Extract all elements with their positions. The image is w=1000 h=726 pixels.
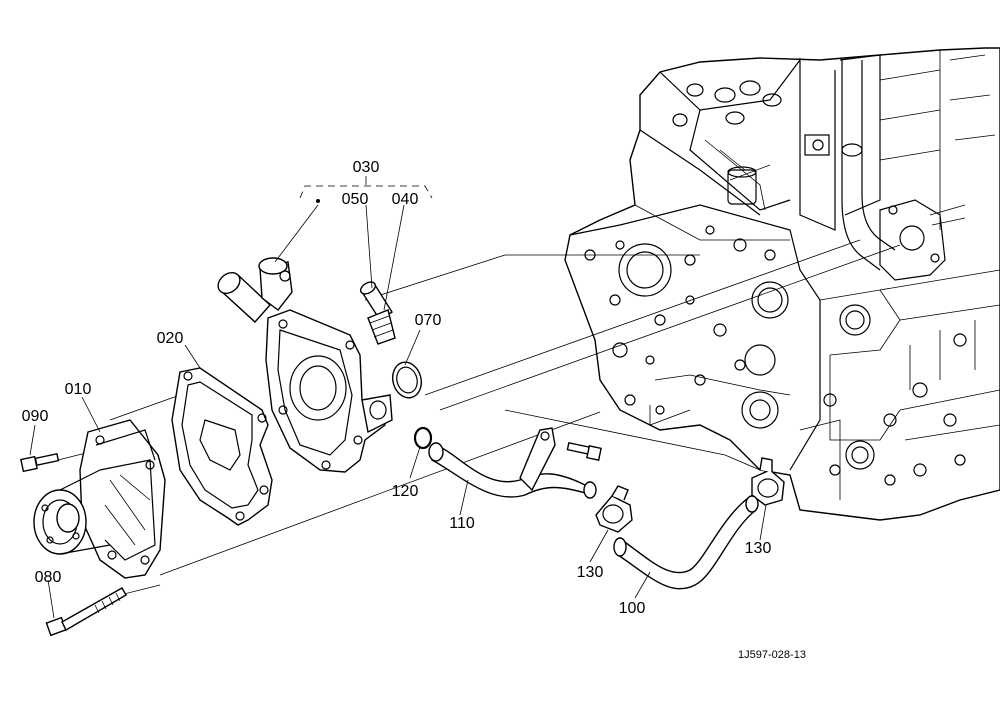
bolt-090 xyxy=(20,452,60,473)
callout-leaders xyxy=(29,176,767,619)
callout-130-left: 130 xyxy=(577,564,604,581)
callout-020: 020 xyxy=(157,330,184,347)
engine-block xyxy=(564,47,1000,521)
fitting-040 xyxy=(367,309,396,345)
o-ring-120 xyxy=(413,426,433,450)
callout-labels: 030 050 040 070 020 010 090 080 120 110 … xyxy=(22,159,806,661)
callout-130-right: 130 xyxy=(745,540,772,557)
callout-070: 070 xyxy=(415,312,442,329)
hose-100 xyxy=(613,495,759,590)
o-ring-070 xyxy=(391,361,423,399)
hose-clamp-130-right xyxy=(751,457,785,506)
callout-120: 120 xyxy=(392,483,419,500)
callout-090: 090 xyxy=(22,408,49,425)
pipe-110 xyxy=(428,427,602,499)
callout-080: 080 xyxy=(35,569,62,586)
callout-100: 100 xyxy=(619,600,646,617)
drawing-code: 1J597-028-13 xyxy=(738,649,806,661)
callout-050: 050 xyxy=(342,191,369,208)
callout-040: 040 xyxy=(392,191,419,208)
gasket xyxy=(171,367,273,526)
pump-housing xyxy=(217,257,393,473)
callout-010: 010 xyxy=(65,381,92,398)
hose-clamp-130-left xyxy=(595,485,633,533)
assembly-lines xyxy=(49,239,901,596)
water-pump xyxy=(33,419,166,579)
bolt-080 xyxy=(45,587,127,637)
callout-110: 110 xyxy=(449,515,475,532)
callout-030: 030 xyxy=(353,159,380,176)
